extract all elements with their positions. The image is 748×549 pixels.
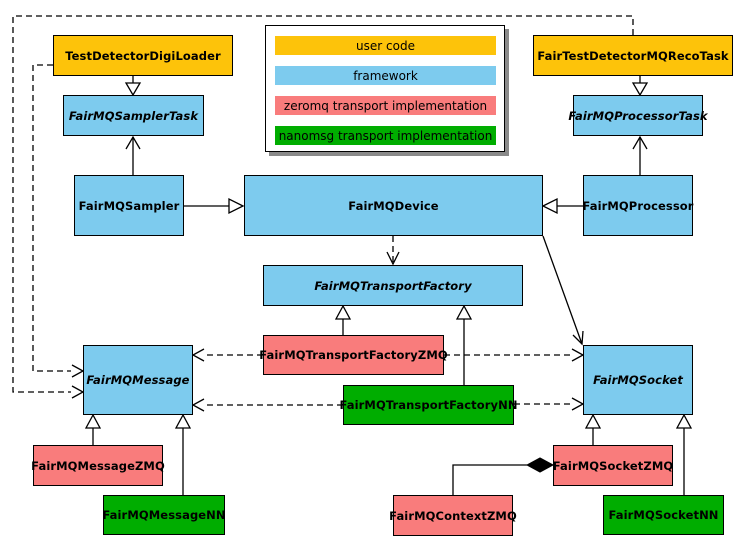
edge-sampler-samplertask [125, 135, 141, 175]
node-testdetectordigiloader: TestDetectorDigiLoader [53, 35, 233, 76]
legend-item-framework: framework [275, 66, 496, 85]
node-fairmqprocessortask: FairMQProcessorTask [568, 95, 708, 136]
edge-contextzmq-socketzmq [452, 457, 555, 495]
edge-socketnn-socket [675, 413, 693, 495]
node-fairmqprocessor: FairMQProcessor [582, 175, 693, 236]
edge-tfnn-message [191, 398, 343, 412]
node-fairmqmessagenn: FairMQMessageNN [102, 495, 226, 535]
edge-digiloader-samplertask [124, 76, 142, 97]
legend: user code framework zeromq transport imp… [265, 25, 505, 152]
edge-messagezmq-message [84, 413, 102, 445]
node-fairmqmessage: FairMQMessage [83, 345, 193, 415]
node-fairtestdetectormqrecotask: FairTestDetectorMQRecoTask [533, 35, 733, 76]
legend-item-nanomsg: nanomsg transport implementation [275, 126, 496, 145]
edge-processor-processortask [632, 135, 648, 175]
edge-device-transportfactory [386, 236, 400, 266]
edge-tfzmq-message [191, 348, 263, 362]
node-fairmqsocketnn: FairMQSocketNN [603, 495, 724, 535]
node-fairmqtransportfactoryzmq: FairMQTransportFactoryZMQ [259, 335, 448, 375]
edge-tfnn-socket [514, 397, 585, 411]
node-fairmqtransportfactory: FairMQTransportFactory [263, 265, 523, 306]
edge-sampler-device [184, 197, 245, 215]
legend-item-zeromq: zeromq transport implementation [275, 96, 496, 115]
edge-socketzmq-socket [584, 413, 602, 445]
edge-messagenn-message [174, 413, 192, 495]
edge-device-socket [542, 235, 584, 346]
node-fairmqsocketzmq: FairMQSocketZMQ [553, 445, 673, 486]
edge-tfzmq-socket [444, 348, 585, 362]
node-fairmqsocket: FairMQSocket [583, 345, 693, 415]
node-fairmqtransportfactorynn: FairMQTransportFactoryNN [339, 385, 517, 425]
edge-processor-device [541, 197, 583, 215]
edge-tfzmq-transportfactory [334, 304, 352, 335]
node-fairmqcontextzmq: FairMQContextZMQ [389, 495, 517, 536]
legend-item-user-code: user code [275, 36, 496, 55]
edge-recotask-processortask [631, 76, 649, 97]
node-fairmqsampler: FairMQSampler [74, 175, 184, 236]
node-fairmqmessagezmq: FairMQMessageZMQ [31, 445, 165, 486]
edge-tfnn-transportfactory [455, 304, 473, 385]
node-fairmqdevice: FairMQDevice [244, 175, 543, 236]
node-fairmqsamplertask: FairMQSamplerTask [63, 95, 204, 136]
